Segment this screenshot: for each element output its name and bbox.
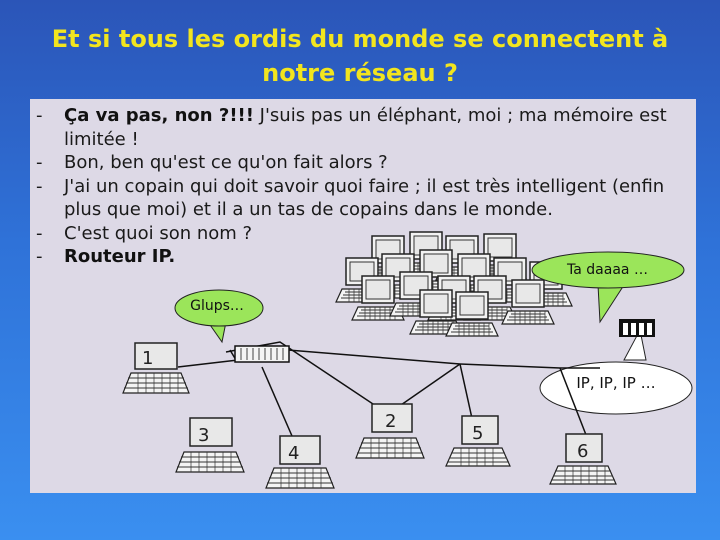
computer-label: 1: [142, 348, 153, 369]
bullet-bold: Routeur IP.: [64, 246, 176, 267]
bullet-list: -Ça va pas, non ?!!! J'suis pas un éléph…: [30, 104, 690, 269]
computer-6: 6: [549, 433, 617, 485]
computer-4: 4: [265, 435, 335, 489]
bullet-text: C'est quoi son nom ?: [64, 222, 253, 244]
bullet-text: J'suis pas un éléphant, moi ; ma mémoire…: [64, 105, 667, 150]
computer-5: 5: [445, 415, 511, 467]
computer-label: 5: [472, 423, 483, 444]
title-line-1: Et si tous les ordis du monde se connect…: [51, 25, 669, 53]
speech-bubble-ta-daaaa: Ta daaaa …: [530, 254, 685, 290]
hub-switch-icon: [234, 345, 290, 363]
computer-2: 2: [355, 403, 425, 459]
bullet-bold: Ça va pas, non ?!!!: [64, 105, 254, 126]
title-line-2: notre réseau ?: [262, 59, 458, 87]
computer-label: 2: [385, 411, 396, 432]
bullet-text: J'ai un copain qui doit savoir quoi fair…: [64, 175, 665, 221]
slide-title: Et si tous les ordis du monde se connect…: [0, 22, 720, 90]
bubble-text: IP, IP, IP …: [576, 374, 656, 392]
computer-label: 4: [288, 443, 299, 464]
computer-label: 6: [577, 441, 588, 462]
speech-bubble-ip: IP, IP, IP …: [538, 336, 696, 416]
computer-3: 3: [175, 417, 245, 473]
computer-1: 1: [122, 342, 190, 394]
bullet-item: -Routeur IP.: [36, 246, 176, 267]
bullet-item: -Ça va pas, non ?!!! J'suis pas un éléph…: [36, 105, 667, 150]
computer-label: 3: [198, 425, 209, 446]
bullet-item: -C'est quoi son nom ?: [36, 222, 253, 244]
bullet-text: Bon, ben qu'est ce qu'on fait alors ?: [64, 152, 388, 173]
bubble-text: Glups…: [190, 298, 244, 314]
speech-bubble-glups: Glups…: [172, 290, 262, 330]
router-ip-icon: [619, 319, 655, 337]
bullet-item: -J'ai un copain qui doit savoir quoi fai…: [36, 175, 665, 221]
bullet-item: -Bon, ben qu'est ce qu'on fait alors ?: [36, 152, 388, 173]
bubble-text: Ta daaaa …: [567, 262, 648, 278]
